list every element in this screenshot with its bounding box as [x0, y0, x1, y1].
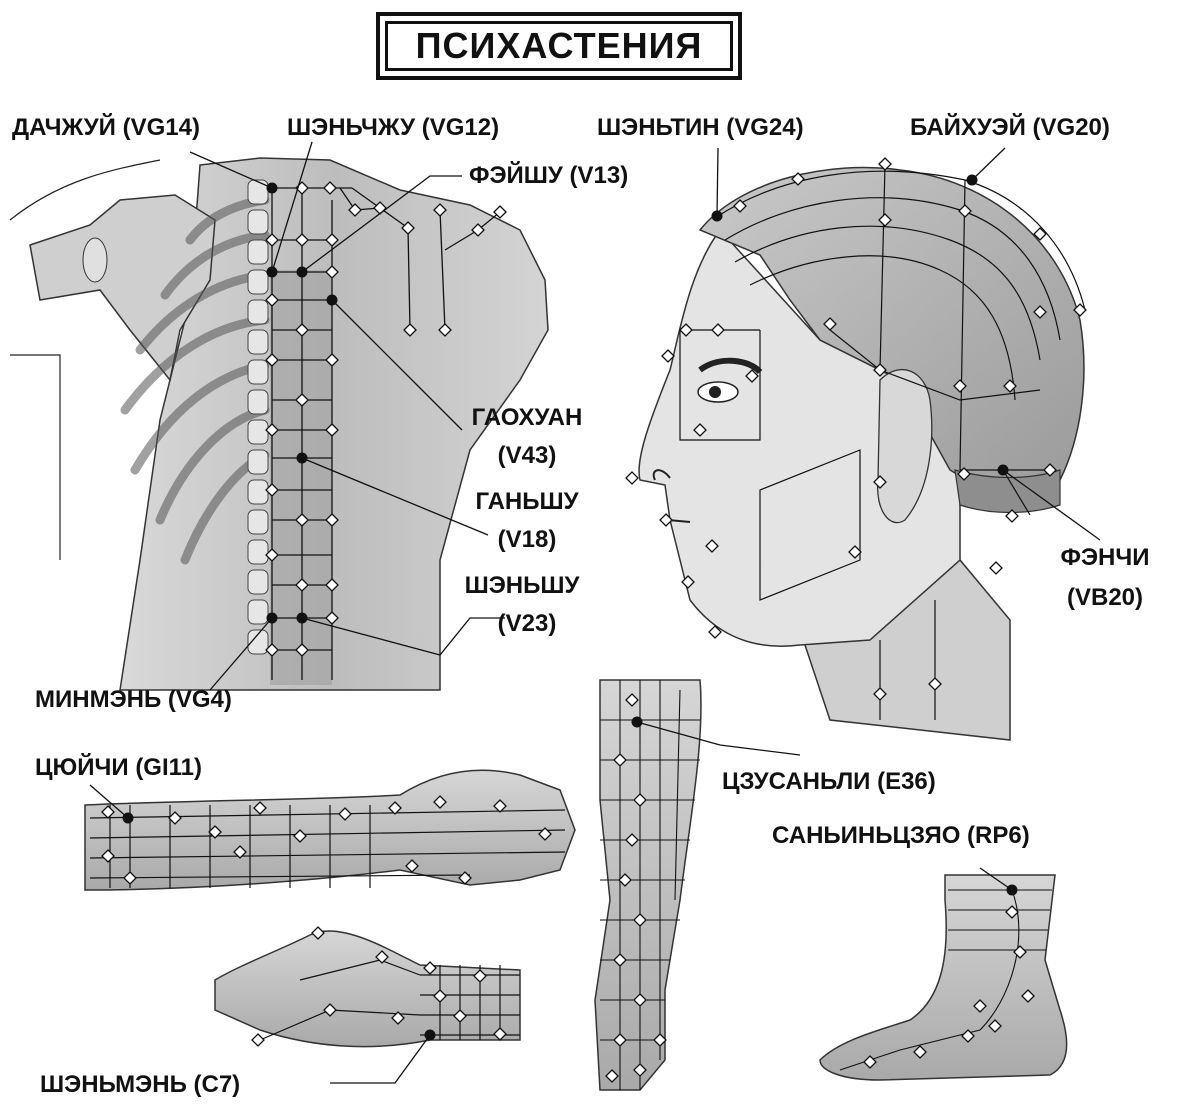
label-gaohuan-code: (V43): [462, 444, 592, 468]
label-baihuei: БАЙХУЭЙ (VG20): [910, 116, 1110, 140]
label-fenchi-name: ФЭНЧИ: [1040, 546, 1170, 570]
label-shentin: ШЭНЬТИН (VG24): [597, 116, 804, 140]
forearm-figure: [85, 770, 575, 890]
label-saninjiao: САНЬИНЬЦЗЯО (RP6): [772, 824, 1030, 848]
label-dachzhui: ДАЧЖУЙ (VG14): [12, 116, 200, 140]
label-ganshu-name: ГАНЬШУ: [462, 490, 592, 514]
hand-figure: [215, 927, 520, 1083]
label-gaohuan-name: ГАОХУАН: [462, 406, 592, 430]
label-tszusanli: ЦЗУСАНЬЛИ (E36): [722, 770, 936, 794]
label-fenchi-code: (VB20): [1040, 586, 1170, 610]
label-minmen: МИНМЭНЬ (VG4): [35, 688, 232, 712]
foot-figure: [820, 868, 1067, 1080]
label-shenchzhu: ШЭНЬЧЖУ (VG12): [287, 116, 499, 140]
label-feishu: ФЭЙШУ (V13): [469, 164, 628, 188]
label-ganshu-code: (V18): [462, 528, 592, 552]
title-frame: ПСИХАСТЕНИЯ: [376, 12, 742, 80]
page-title: ПСИХАСТЕНИЯ: [385, 21, 733, 71]
label-shenshu-code: (V23): [462, 612, 592, 636]
label-shenmen: ШЭНЬМЭНЬ (C7): [40, 1073, 240, 1097]
head-figure: [626, 148, 1100, 740]
label-shenshu-name: ШЭНЬШУ: [452, 574, 592, 598]
leg-figure: [595, 680, 800, 1090]
label-tsyuichi: ЦЮЙЧИ (GI11): [35, 756, 202, 780]
